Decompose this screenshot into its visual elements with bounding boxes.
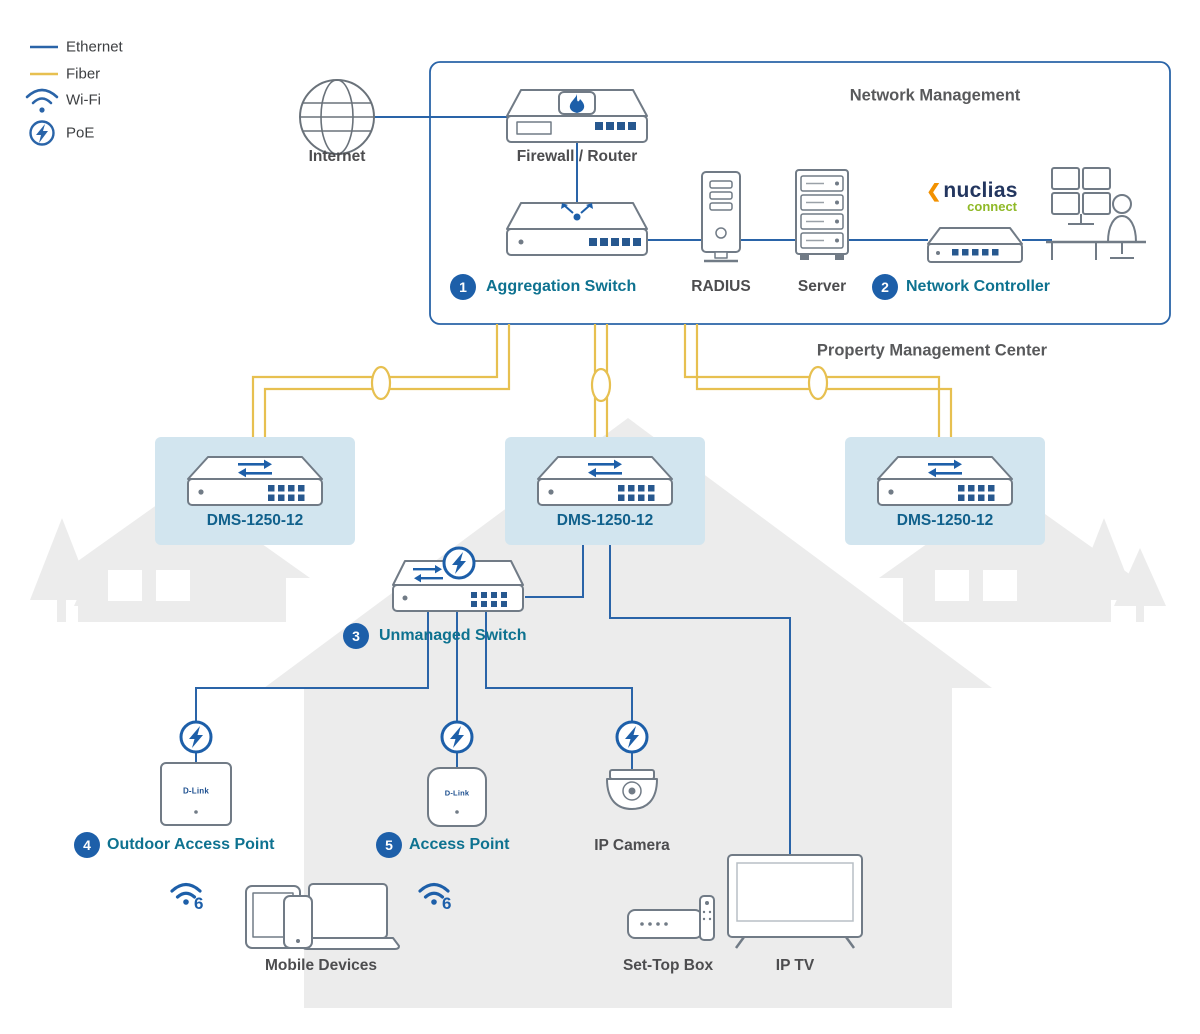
tree-icon	[1072, 518, 1136, 600]
radius-label: RADIUS	[691, 278, 751, 295]
unmanaged-switch-label: Unmanaged Switch	[379, 627, 527, 644]
internet-globe-icon	[299, 79, 375, 155]
badge-1: 1	[450, 274, 476, 300]
access-point-label: Access Point	[409, 836, 510, 853]
badge-3: 3	[343, 623, 369, 649]
indoor-ap-brand: D-Link	[444, 788, 470, 798]
aggregation-switch-icon	[506, 202, 648, 256]
firewall-router-label: Firewall / Router	[516, 148, 638, 165]
dms-switch-label-middle: DMS-1250-12	[556, 512, 654, 529]
ip-tv-label: IP TV	[775, 957, 815, 974]
wifi-icon	[25, 88, 59, 113]
aggregation-arrows-icon	[561, 203, 593, 221]
laptop-icon	[308, 883, 388, 939]
unmanaged-switch-icon	[392, 560, 524, 612]
ip-camera-icon	[606, 769, 658, 810]
remote-icon	[699, 895, 715, 941]
access-point-icon	[427, 767, 487, 827]
person-icon	[1112, 194, 1132, 214]
nuclias-connect-logo: ❮ nuclias connect	[924, 180, 1020, 214]
fiber-coil-icon	[590, 367, 612, 403]
nuclias-brand: nuclias	[943, 179, 1018, 202]
nuclias-chevron-icon: ❮	[926, 180, 942, 201]
legend-icons	[25, 45, 59, 146]
network-controller-label: Network Controller	[906, 278, 1051, 295]
outdoor-access-point-label: Outdoor Access Point	[107, 836, 275, 853]
mobile-devices-icon	[245, 883, 400, 950]
firewall-router-icon	[506, 89, 648, 143]
ip-camera-label: IP Camera	[594, 837, 670, 854]
radius-server-icon	[701, 171, 741, 263]
set-top-box-icon	[627, 895, 715, 941]
property-management-center-label: Property Management Center	[816, 341, 1048, 360]
badge-5: 5	[376, 832, 402, 858]
tree-icon	[1114, 548, 1166, 606]
legend-label-fiber: Fiber	[66, 65, 101, 83]
set-top-box-label: Set-Top Box	[622, 957, 714, 974]
dms-switch-label-right: DMS-1250-12	[896, 512, 994, 529]
server-rack-icon	[795, 169, 849, 260]
phone-icon	[283, 895, 313, 949]
network-management-title: Network Management	[849, 86, 1021, 105]
flame-icon	[569, 94, 585, 113]
fiber-coil-icon	[370, 365, 392, 401]
operator-workstation-icon	[1046, 167, 1146, 260]
poe-legend-icon	[29, 120, 55, 146]
badge-4: 4	[74, 832, 100, 858]
ip-tv-icon	[727, 854, 863, 949]
outdoor-access-point-icon	[160, 762, 232, 826]
legend-label-wifi: Wi-Fi	[66, 91, 101, 109]
legend-label-poe: PoE	[66, 124, 95, 142]
internet-label: Internet	[308, 148, 366, 165]
nuclias-sub-brand: connect	[967, 199, 1017, 214]
dms-switch-label-left: DMS-1250-12	[206, 512, 304, 529]
mobile-devices-label: Mobile Devices	[265, 957, 377, 974]
aggregation-switch-label: Aggregation Switch	[486, 278, 637, 295]
fiber-links	[251, 324, 953, 437]
network-controller-icon	[927, 227, 1023, 263]
badge-2: 2	[872, 274, 898, 300]
outdoor-ap-brand: D-Link	[182, 786, 210, 796]
server-label: Server	[797, 278, 847, 295]
legend-label-ethernet: Ethernet	[66, 38, 123, 56]
fiber-coil-icon	[807, 365, 829, 401]
